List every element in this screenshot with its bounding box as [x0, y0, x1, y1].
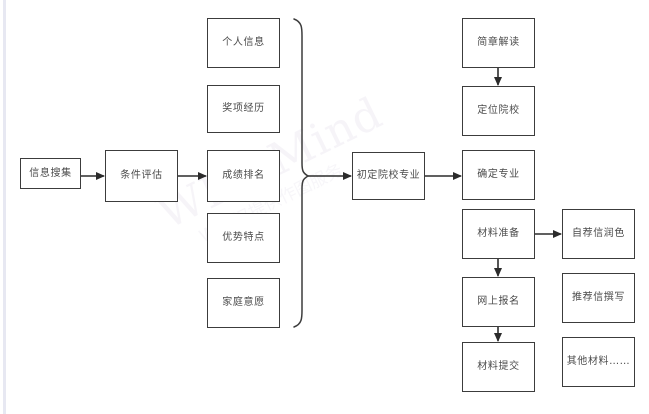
node-label: 其他材料…… — [566, 356, 631, 367]
node-label: 成绩排名 — [222, 170, 265, 181]
node-school-positioning[interactable]: 定位院校 — [462, 86, 535, 136]
node-confirm-major[interactable]: 确定专业 — [462, 150, 535, 200]
node-label: 材料提交 — [477, 361, 520, 372]
node-grade-ranking[interactable]: 成绩排名 — [207, 150, 280, 202]
node-label: 定位院校 — [477, 105, 520, 116]
node-label: 材料准备 — [477, 228, 520, 239]
node-label: 个人信息 — [222, 37, 265, 48]
node-condition-evaluation[interactable]: 条件评估 — [105, 150, 178, 202]
node-label: 信息搜集 — [29, 167, 72, 179]
node-strength-features[interactable]: 优势特点 — [207, 213, 280, 263]
node-label: 奖项经历 — [222, 103, 265, 114]
node-label: 条件评估 — [120, 170, 163, 181]
node-label: 网上报名 — [477, 296, 520, 307]
node-label: 简章解读 — [477, 37, 520, 48]
node-self-recommendation-polish[interactable]: 自荐信润色 — [562, 209, 635, 259]
node-recommendation-letter-writing[interactable]: 推荐信撰写 — [562, 273, 635, 323]
group-brace — [293, 18, 310, 328]
node-preliminary-school-major[interactable]: 初定院校专业 — [352, 152, 425, 200]
node-label: 家庭意愿 — [222, 297, 265, 308]
node-label: 确定专业 — [477, 169, 520, 180]
node-info-collection[interactable]: 信息搜集 — [20, 158, 81, 189]
node-family-preference[interactable]: 家庭意愿 — [207, 278, 280, 328]
node-label: 自荐信润色 — [572, 228, 625, 239]
node-other-materials[interactable]: 其他材料…… — [562, 337, 635, 387]
node-award-experience[interactable]: 奖项经历 — [207, 85, 280, 133]
node-online-registration[interactable]: 网上报名 — [462, 277, 535, 327]
node-label: 初定院校专业 — [356, 170, 421, 181]
node-label: 推荐信撰写 — [572, 292, 625, 303]
left-edge-rule — [3, 0, 6, 414]
node-personal-info[interactable]: 个人信息 — [207, 18, 280, 68]
node-brochure-interpretation[interactable]: 简章解读 — [462, 18, 535, 68]
node-material-submission[interactable]: 材料提交 — [462, 342, 535, 392]
node-material-preparation[interactable]: 材料准备 — [462, 209, 535, 259]
node-label: 优势特点 — [222, 232, 265, 243]
